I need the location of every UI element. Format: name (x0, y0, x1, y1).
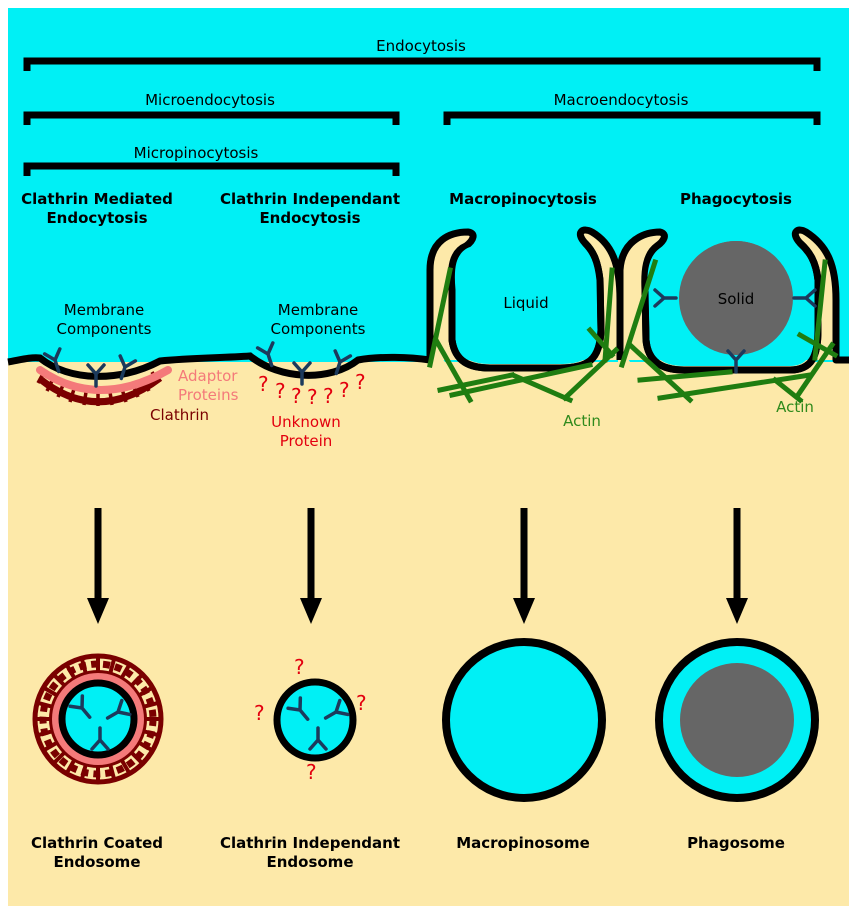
heading-cme-line2: Endocytosis (46, 209, 147, 227)
unknown-protein-label-l2: Protein (280, 432, 333, 450)
svg-text:?: ? (291, 384, 302, 408)
bracket-microendocytosis-label: Microendocytosis (145, 91, 275, 109)
bracket-micropinocytosis-label: Micropinocytosis (134, 144, 259, 162)
membrane-components-cme-l1: Membrane (64, 301, 144, 319)
svg-text:?: ? (306, 760, 317, 784)
svg-text:?: ? (355, 370, 366, 394)
svg-text:?: ? (323, 384, 334, 408)
result-cie-l2: Endosome (266, 853, 353, 871)
actin-label-macro: Actin (563, 412, 601, 430)
heading-cie-line1: Clathrin Independant (220, 190, 400, 208)
adaptor-proteins-label-l1: Adaptor (178, 367, 238, 385)
unknown-protein-label-l1: Unknown (271, 413, 341, 431)
heading-phagocytosis: Phagocytosis (680, 190, 792, 208)
macropinosome (446, 642, 602, 798)
svg-text:?: ? (275, 379, 286, 403)
membrane-components-cme-l2: Components (57, 320, 152, 338)
result-cme-l1: Clathrin Coated (31, 834, 163, 852)
heading-cie-line2: Endocytosis (259, 209, 360, 227)
membrane-components-cie-l2: Components (271, 320, 366, 338)
result-cie-l1: Clathrin Independant (220, 834, 400, 852)
bracket-endocytosis-label: Endocytosis (376, 37, 466, 55)
result-macropinosome: Macropinosome (456, 834, 590, 852)
svg-text:?: ? (258, 372, 269, 396)
result-phagosome: Phagosome (687, 834, 785, 852)
adaptor-proteins-label-l2: Proteins (178, 386, 239, 404)
actin-label-phago: Actin (776, 398, 814, 416)
heading-macropinocytosis: Macropinocytosis (449, 190, 597, 208)
clathrin-label: Clathrin (150, 406, 209, 424)
liquid-label: Liquid (503, 294, 548, 312)
clathrin-coated-endosome (35, 656, 161, 782)
result-cme-l2: Endosome (53, 853, 140, 871)
svg-text:?: ? (294, 655, 305, 679)
cytoplasm (8, 342, 849, 906)
membrane-components-cie-l1: Membrane (278, 301, 358, 319)
bracket-macroendocytosis-label: Macroendocytosis (554, 91, 689, 109)
heading-cme-line1: Clathrin Mediated (21, 190, 173, 208)
svg-text:?: ? (254, 701, 265, 725)
svg-text:?: ? (356, 691, 367, 715)
phagosome (659, 642, 815, 798)
svg-text:?: ? (339, 378, 350, 402)
svg-text:?: ? (307, 385, 318, 409)
solid-label: Solid (718, 290, 755, 308)
